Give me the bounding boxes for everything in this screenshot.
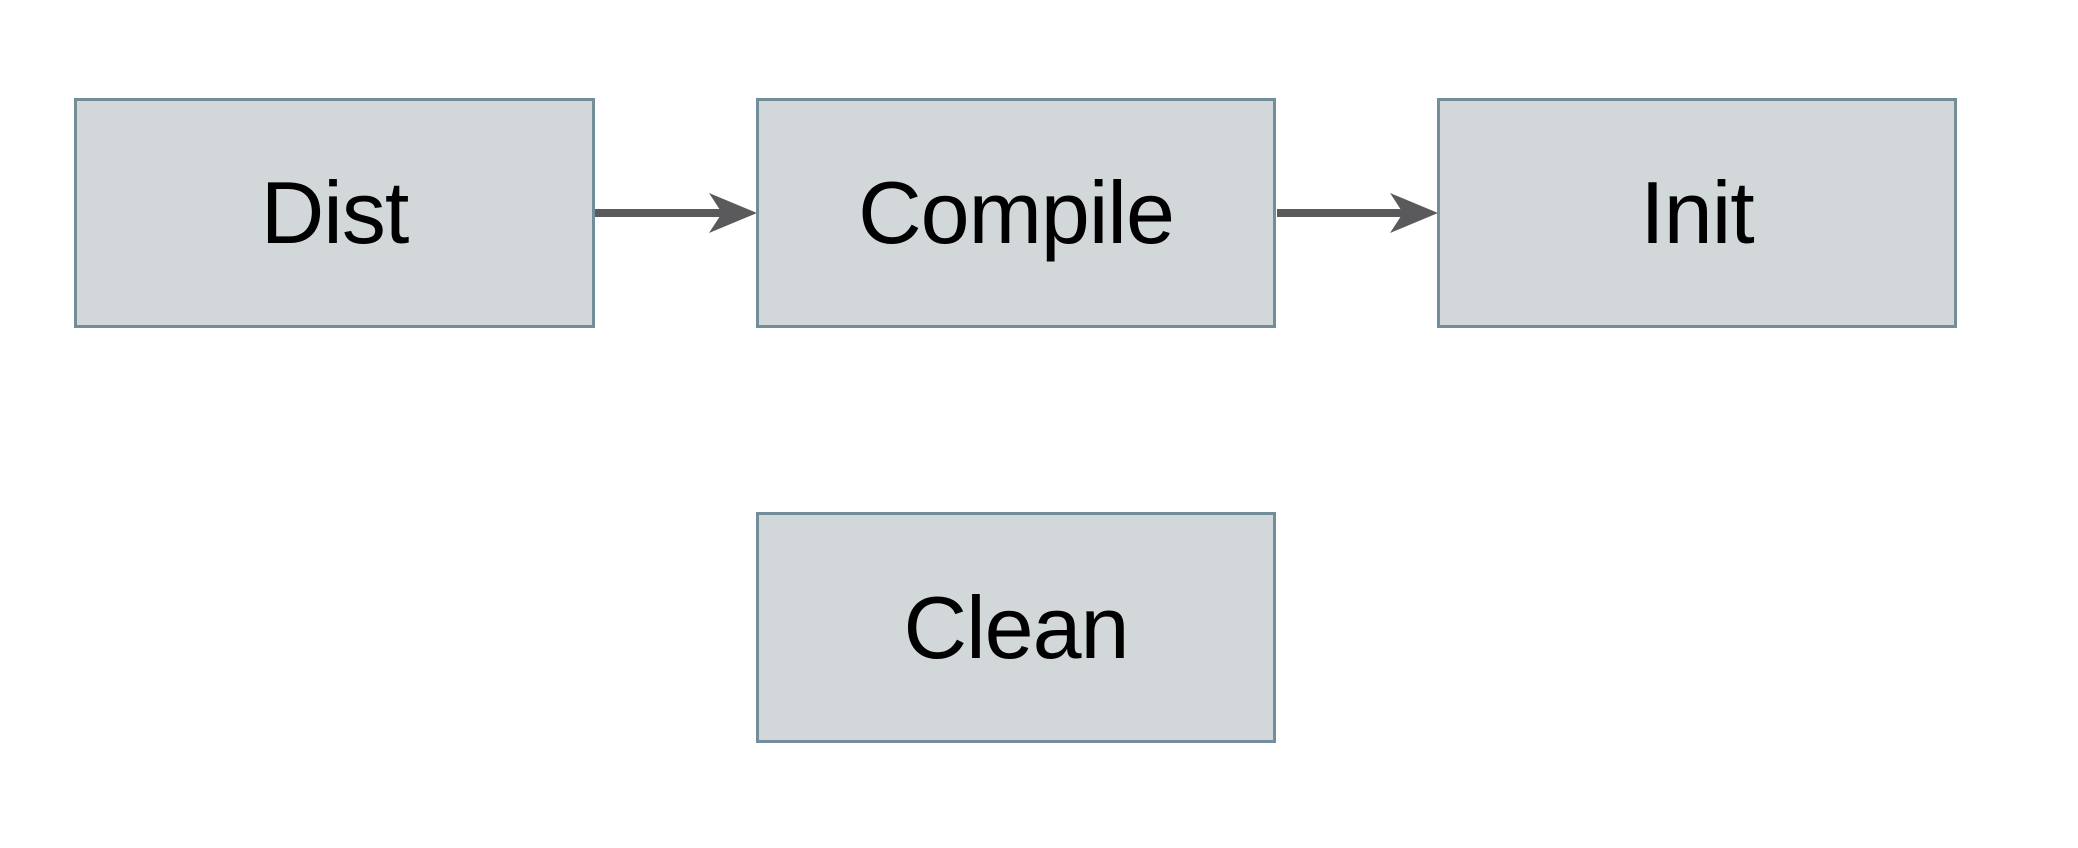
node-compile: Compile	[756, 98, 1276, 328]
node-dist-label: Dist	[260, 163, 410, 262]
node-clean-label: Clean	[903, 577, 1130, 677]
edge-compile-to-init-arrowhead-icon	[1390, 193, 1438, 233]
node-clean: Clean	[756, 512, 1276, 743]
edge-dist-to-compile-arrow	[595, 193, 757, 233]
edge-compile-to-init-arrow	[1277, 193, 1438, 233]
node-dist: Dist	[74, 98, 595, 328]
node-init: Init	[1437, 98, 1957, 328]
edge-dist-to-compile-arrowhead-icon	[709, 193, 757, 233]
node-compile-label: Compile	[858, 163, 1175, 262]
node-init-label: Init	[1640, 163, 1754, 262]
